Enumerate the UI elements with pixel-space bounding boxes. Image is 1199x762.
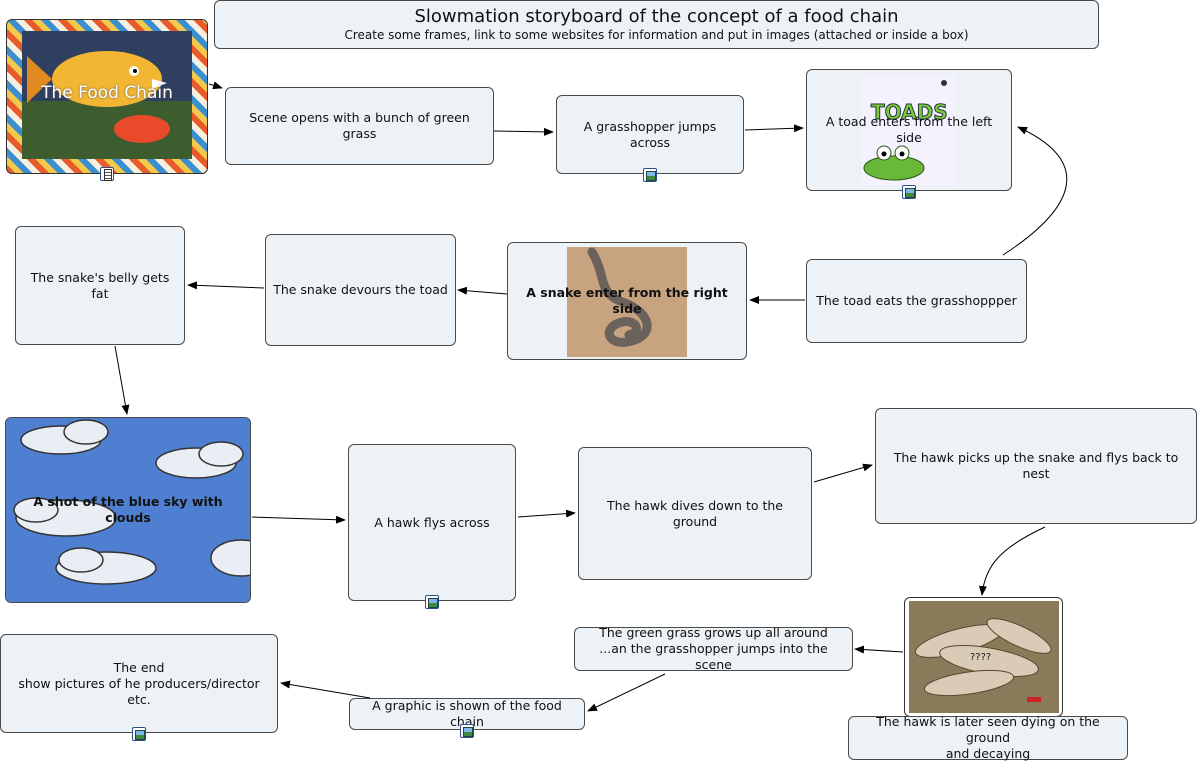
attachment-image-icon[interactable] xyxy=(902,185,916,199)
attachment-doc-icon[interactable] xyxy=(100,167,114,181)
link-cover-to-grass xyxy=(208,81,223,90)
feathers-image-box[interactable]: ???? xyxy=(904,597,1063,717)
link-belly-to-sky xyxy=(114,345,130,415)
toad-image xyxy=(862,75,956,185)
link-grass-to-grasshopper xyxy=(493,127,554,136)
node-toad-enters[interactable]: TOADS A toad enters from the left side xyxy=(806,69,1012,191)
link-picks-to-feathers xyxy=(978,526,1046,596)
book-cover-title: The Food Chain xyxy=(41,83,173,103)
node-blue-sky[interactable]: A shot of the blue sky with clouds xyxy=(5,417,251,603)
link-feathers-to-grassgrows xyxy=(854,645,904,654)
feathers-image xyxy=(909,601,1059,713)
node-hawk-dying[interactable]: The hawk is later seen dying on the grou… xyxy=(848,714,1128,761)
snake-image xyxy=(567,247,687,357)
link-grasshopper-to-toad xyxy=(744,124,804,133)
link-grassgrows-to-graphic xyxy=(587,673,666,712)
attachment-image-icon[interactable] xyxy=(460,724,474,738)
attachment-image-icon[interactable] xyxy=(132,727,146,741)
node-the-end[interactable]: The end show pictures of he producers/di… xyxy=(0,634,278,733)
link-sky-to-hawkflys xyxy=(251,515,346,524)
node-grass[interactable]: Scene opens with a bunch of green grass xyxy=(225,87,494,165)
link-snake-to-devours xyxy=(457,286,508,295)
page-title: Slowmation storyboard of the concept of … xyxy=(414,6,899,27)
node-toad-eats[interactable]: The toad eats the grasshoppper xyxy=(806,259,1027,343)
food-chain-book-cover[interactable]: The Food Chain xyxy=(6,19,208,174)
node-hawk-flys[interactable]: A hawk flys across xyxy=(348,444,516,601)
link-graphic-to-end xyxy=(280,680,371,699)
node-hawk-dives[interactable]: The hawk dives down to the ground xyxy=(578,447,812,580)
link-toad-toad-eats xyxy=(1002,126,1068,256)
toads-label: TOADS xyxy=(871,100,949,124)
clouds-image xyxy=(6,418,250,602)
node-hawk-picks[interactable]: The hawk picks up the snake and flys bac… xyxy=(875,408,1197,524)
node-grass-grows[interactable]: The green grass grows up all around ...a… xyxy=(574,625,853,672)
node-grasshopper[interactable]: A grasshopper jumps across xyxy=(556,95,744,174)
node-graphic[interactable]: A graphic is shown of the food chain xyxy=(349,698,585,730)
node-snake-devours[interactable]: The snake devours the toad xyxy=(265,234,456,346)
fish-illustration xyxy=(22,31,192,159)
link-hawkflys-to-dives xyxy=(517,509,576,518)
link-devours-to-belly xyxy=(187,281,265,290)
node-snake-enters[interactable]: A snake enter from the right side xyxy=(507,242,747,360)
link-dives-to-picks xyxy=(813,463,873,483)
page-subtitle: Create some frames, link to some website… xyxy=(344,28,969,42)
feathers-caption: ???? xyxy=(970,652,992,663)
attachment-image-icon[interactable] xyxy=(425,595,439,609)
header-box[interactable]: Slowmation storyboard of the concept of … xyxy=(214,0,1099,49)
attachment-image-icon[interactable] xyxy=(643,168,657,182)
node-snake-belly[interactable]: The snake's belly gets fat xyxy=(15,226,185,345)
